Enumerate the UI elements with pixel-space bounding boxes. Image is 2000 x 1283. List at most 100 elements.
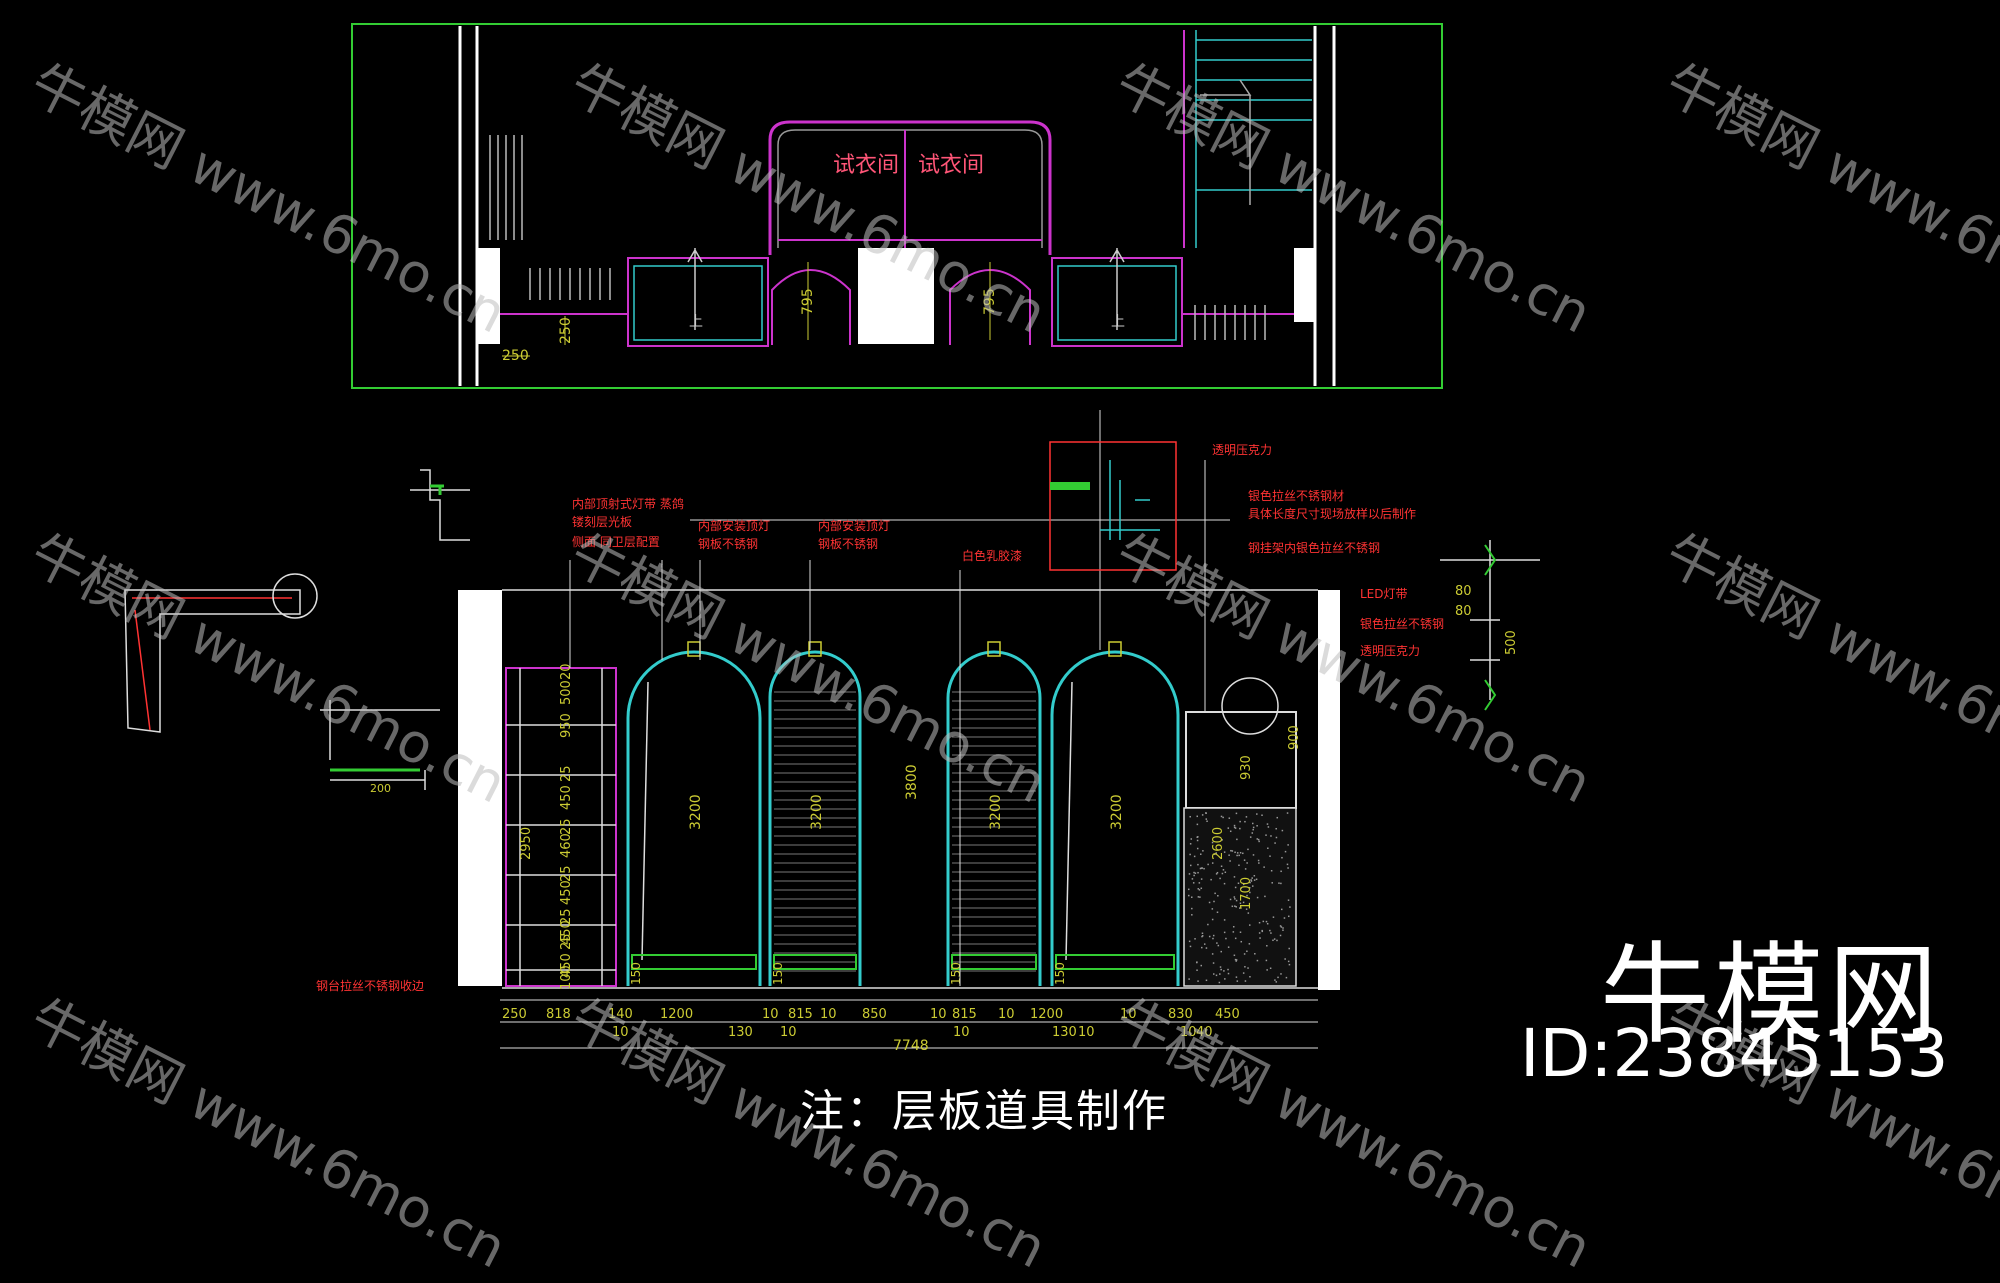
granite-speckle: [1243, 859, 1246, 861]
shelf-dim: 450: [559, 953, 574, 978]
shelf-dim: 20: [559, 663, 574, 680]
granite-speckle: [1231, 905, 1234, 908]
granite-speckle: [1196, 836, 1198, 838]
arch-base: [951, 954, 1037, 970]
granite-speckle: [1191, 914, 1193, 916]
granite-speckle: [1223, 931, 1226, 934]
sub-dim: 10: [780, 1025, 797, 1040]
granite-speckle: [1215, 852, 1217, 854]
granite-speckle: [1238, 854, 1240, 857]
granite-speckle: [1234, 937, 1237, 940]
granite-speckle: [1284, 958, 1286, 960]
granite-speckle: [1244, 966, 1246, 968]
plan-view: 试衣间 试衣间 上 上 250 250 795 795: [351, 23, 1443, 389]
granite-speckle: [1201, 932, 1204, 935]
granite-speckle: [1252, 828, 1254, 831]
detail-dim: 80: [1455, 584, 1472, 599]
shelf-dim: 450: [559, 920, 574, 945]
drawing-note: 注：层板道具制作: [800, 1086, 1168, 1137]
granite-speckle: [1251, 832, 1254, 834]
granite-speckle: [1256, 896, 1259, 899]
granite-speckle: [1194, 872, 1197, 874]
plan-frame: [351, 23, 1443, 389]
granite-speckle: [1196, 961, 1198, 964]
annotation-label: 透明压克力: [1212, 443, 1272, 457]
sub-dim: 10: [612, 1025, 629, 1040]
bottom-dim: 815: [788, 1007, 813, 1022]
granite-speckle: [1220, 968, 1222, 971]
granite-speckle: [1215, 974, 1218, 977]
shelf-dim: 460: [559, 833, 574, 858]
granite-speckle: [1229, 830, 1232, 833]
shelf-dim: 25: [559, 765, 574, 782]
arch-base-dim: 150: [1053, 962, 1067, 985]
arch-inner-line: [1065, 681, 1073, 961]
arch: [768, 650, 862, 986]
arch-keystone: [1108, 641, 1122, 657]
granite-speckle: [1210, 878, 1212, 881]
granite-speckle: [1201, 946, 1203, 949]
granite-speckle: [1206, 820, 1208, 823]
granite-speckle: [1197, 871, 1199, 874]
bottom-dim: 10: [762, 1007, 779, 1022]
granite-speckle: [1235, 959, 1238, 961]
granite-speckle: [1280, 926, 1283, 928]
granite-speckle: [1266, 945, 1268, 947]
annotation-label: 内部顶射式灯带 蒸鸽: [572, 496, 684, 511]
granite-speckle: [1203, 943, 1206, 945]
granite-speckle: [1274, 842, 1276, 844]
plan-dim: 795: [800, 288, 816, 315]
granite-speckle: [1190, 838, 1193, 840]
granite-speckle: [1212, 934, 1215, 937]
granite-speckle: [1198, 882, 1201, 884]
granite-speckle: [1236, 980, 1239, 982]
granite-speckle: [1242, 901, 1245, 904]
detail-dim: 500: [1504, 630, 1519, 655]
annotation-label: 内部安装顶灯: [698, 518, 770, 533]
granite-speckle: [1287, 867, 1289, 869]
granite-speckle: [1205, 947, 1208, 949]
bottom-dim: 140: [608, 1007, 633, 1022]
granite-speckle: [1256, 825, 1258, 827]
granite-speckle: [1235, 960, 1237, 962]
granite-speckle: [1243, 953, 1246, 955]
granite-speckle: [1234, 827, 1237, 829]
granite-speckle: [1245, 908, 1248, 910]
granite-speckle: [1235, 899, 1238, 902]
granite-speckle: [1244, 820, 1246, 823]
bottom-dim: 10: [998, 1007, 1015, 1022]
granite-speckle: [1254, 953, 1256, 955]
granite-speckle: [1201, 814, 1204, 816]
granite-speckle: [1258, 932, 1261, 934]
granite-speckle: [1280, 908, 1283, 911]
granite-speckle: [1258, 921, 1261, 924]
bottom-dim: 1200: [660, 1007, 693, 1022]
arch-inner-line: [641, 681, 649, 961]
shelf-dim: 25: [559, 818, 574, 835]
granite-speckle: [1215, 873, 1218, 875]
granite-speckle: [1253, 875, 1256, 877]
granite-speckle: [1236, 854, 1238, 857]
granite-speckle: [1257, 838, 1260, 841]
elev-wall-left: [458, 590, 502, 986]
bottom-dim: 10: [820, 1007, 837, 1022]
plan-stair-mark: 上: [689, 314, 703, 330]
granite-speckle: [1277, 976, 1279, 979]
granite-speckle: [1249, 881, 1251, 884]
arch-base: [773, 954, 857, 970]
granite-speckle: [1259, 937, 1261, 939]
plan-stair-mark: 上: [1111, 314, 1125, 330]
granite-speckle: [1233, 876, 1236, 878]
granite-speckle: [1247, 967, 1249, 969]
sub-dim: 10: [1078, 1025, 1095, 1040]
granite-speckle: [1286, 863, 1289, 866]
annotation-label: 内部安装顶灯: [818, 518, 890, 533]
granite-speckle: [1199, 867, 1202, 870]
arch-base: [631, 954, 757, 970]
granite-speckle: [1252, 826, 1255, 829]
plan-room-label: 试衣间: [918, 153, 984, 178]
granite-speckle: [1211, 953, 1214, 955]
granite-speckle: [1234, 898, 1236, 900]
